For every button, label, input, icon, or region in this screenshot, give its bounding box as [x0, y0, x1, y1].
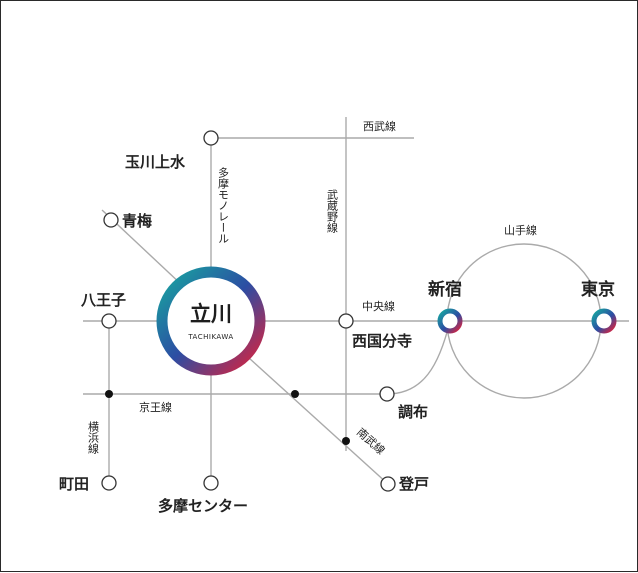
station-marker-tokyo[interactable] — [591, 308, 617, 334]
station-marker-hachioji[interactable] — [101, 313, 117, 329]
label-tama-center: 多摩センター — [158, 497, 248, 515]
station-marker-chofu[interactable] — [379, 386, 395, 402]
label-nambu-line: 南武線 — [354, 425, 388, 457]
transfer-dot — [342, 437, 350, 445]
label-shinjuku: 新宿 — [428, 279, 462, 300]
label-musashino-line: 武蔵野線 — [326, 189, 339, 233]
station-marker-noborito[interactable] — [380, 476, 396, 492]
label-hachioji: 八王子 — [80, 291, 126, 309]
hub-ring — [156, 266, 266, 376]
station-marker-tamagawa-josui[interactable] — [203, 130, 219, 146]
label-keio-line: 京王線 — [139, 400, 172, 414]
label-yamanote-line: 山手線 — [504, 223, 537, 237]
station-marker-ome[interactable] — [103, 212, 119, 228]
hub-name: 立川 — [190, 302, 232, 326]
nambu-line — [248, 357, 389, 485]
major-station-markers — [437, 308, 617, 334]
station-marker-tama-center[interactable] — [203, 475, 219, 491]
hub-romaji: TACHIKAWA — [187, 333, 233, 341]
station-markers — [101, 130, 396, 492]
label-chuo-line: 中央線 — [362, 299, 395, 313]
shinjuku-keio-link — [386, 320, 451, 395]
label-chofu: 調布 — [398, 403, 428, 421]
label-yokohama-line: 横浜線 — [87, 420, 100, 454]
label-noborito: 登戸 — [398, 475, 429, 493]
label-tokyo: 東京 — [581, 279, 615, 300]
transfer-dots — [105, 390, 350, 445]
rail-lines — [83, 117, 629, 485]
station-marker-shinjuku[interactable] — [437, 308, 463, 334]
label-machida: 町田 — [59, 475, 89, 493]
station-marker-machida[interactable] — [101, 475, 117, 491]
hub-station-tachikawa[interactable]: 立川 TACHIKAWA — [156, 266, 266, 376]
label-monorail-line: 多摩モノレール — [217, 166, 230, 244]
transfer-dot — [105, 390, 113, 398]
label-ome: 青梅 — [122, 212, 152, 230]
label-tamagawa-josui: 玉川上水 — [125, 153, 186, 171]
label-nishi-kokubunji: 西国分寺 — [352, 332, 412, 350]
label-seibu-line: 西武線 — [363, 119, 396, 133]
station-labels: 玉川上水 青梅 八王子 西国分寺 新宿 東京 調布 登戸 町田 多摩センター — [59, 153, 615, 515]
transfer-dot — [291, 390, 299, 398]
station-marker-nishi-kokubunji[interactable] — [338, 313, 354, 329]
